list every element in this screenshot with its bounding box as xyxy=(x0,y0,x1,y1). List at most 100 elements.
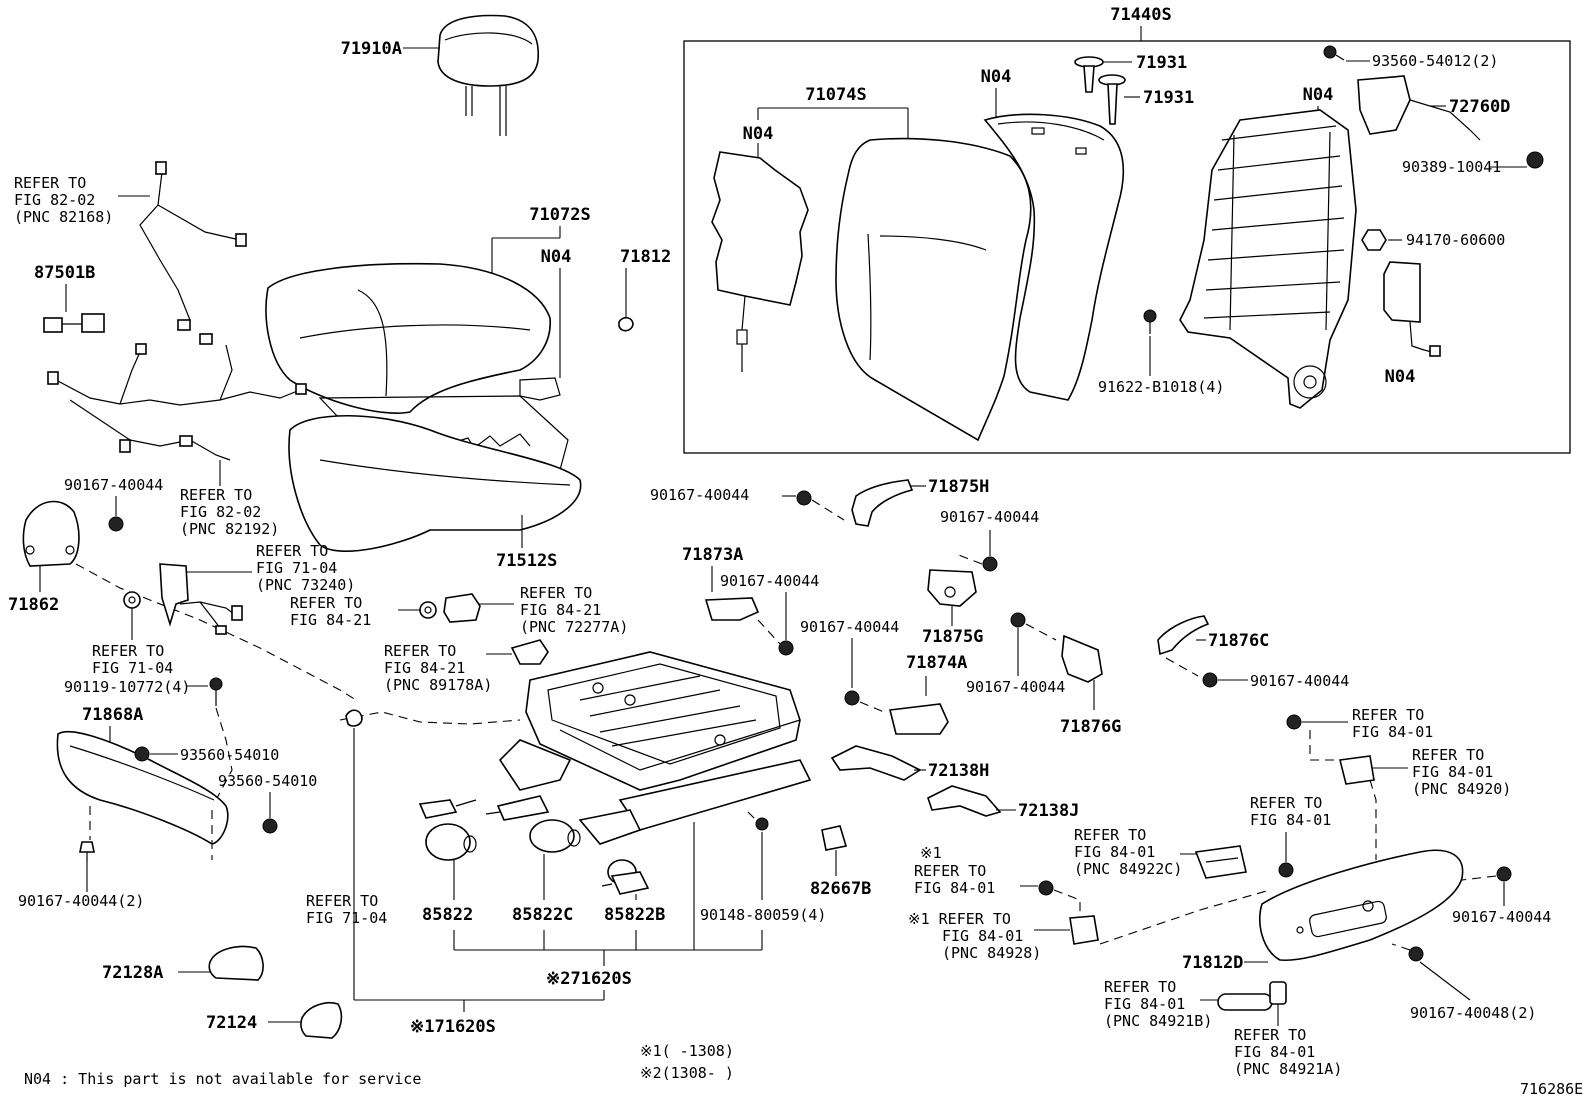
ref-72277A-line3[interactable]: (PNC 72277A) xyxy=(520,618,628,636)
ref-71-04-low-line2[interactable]: FIG 71-04 xyxy=(306,909,387,927)
clip-71931-a[interactable] xyxy=(1074,56,1104,93)
bolt-90167-40044-71812D[interactable] xyxy=(1496,866,1512,882)
label-90167-40048[interactable]: 90167-40048(2) xyxy=(1410,1004,1536,1022)
bolt-90167-40044-71876C[interactable] xyxy=(1202,672,1218,688)
label-90167-40044-2[interactable]: 90167-40044(2) xyxy=(18,892,144,910)
ref-71-04-mid-line2[interactable]: FIG 71-04 xyxy=(92,659,173,677)
label-71876C[interactable]: 71876C xyxy=(1208,631,1269,651)
ref-84920-line1[interactable]: REFER TO xyxy=(1412,746,1484,764)
label-71620S-2[interactable]: ※271620S xyxy=(546,969,632,989)
label-85822B[interactable]: 85822B xyxy=(604,905,665,925)
motor-85822[interactable] xyxy=(418,799,477,861)
bolt-93560-54010-a[interactable] xyxy=(134,746,150,762)
label-72138H[interactable]: 72138H xyxy=(928,761,989,781)
bracket-72138J[interactable] xyxy=(927,785,1002,817)
cushion-pad-part[interactable] xyxy=(288,414,582,552)
label-71812[interactable]: 71812 xyxy=(620,247,671,267)
nut-90389-10041[interactable] xyxy=(1526,151,1544,169)
ref-82168-line2[interactable]: FIG 82-02 xyxy=(14,191,95,209)
ref-84-01-star-line3[interactable]: FIG 84-01 xyxy=(914,879,995,897)
label-71931-b[interactable]: 71931 xyxy=(1143,88,1194,108)
back-board-part[interactable] xyxy=(711,151,809,372)
label-n04-board[interactable]: N04 xyxy=(743,124,774,144)
label-71812D[interactable]: 71812D xyxy=(1182,953,1243,973)
seat-back-frame-part[interactable] xyxy=(1179,109,1357,409)
clip-ref-71-04[interactable] xyxy=(345,709,363,727)
ref-84922C-line2[interactable]: FIG 84-01 xyxy=(1074,843,1155,861)
bolt-ref-84-01-mid[interactable] xyxy=(1278,862,1294,878)
clip-82667B[interactable] xyxy=(821,825,848,851)
ref-82192-line2[interactable]: FIG 82-02 xyxy=(180,503,261,521)
switch-84928[interactable] xyxy=(1069,915,1099,945)
label-85822C[interactable]: 85822C xyxy=(512,905,573,925)
label-n04-cushion[interactable]: N04 xyxy=(541,247,572,267)
connector-87501B[interactable] xyxy=(43,313,105,333)
cover-72128A[interactable] xyxy=(208,945,264,981)
ref-84920-line3[interactable]: (PNC 84920) xyxy=(1412,780,1511,798)
bracket-72277A[interactable] xyxy=(443,593,481,623)
bracket-71875H[interactable] xyxy=(851,479,914,527)
ref-82168-line3[interactable]: (PNC 82168) xyxy=(14,208,113,226)
label-93560-54010-b[interactable]: 93560-54010 xyxy=(218,772,317,790)
bracket-71874A[interactable] xyxy=(889,703,949,735)
ref-84-01-mid-line1[interactable]: REFER TO xyxy=(1250,794,1322,812)
ref-82192-line1[interactable]: REFER TO xyxy=(180,486,252,504)
ref-89178A-line1[interactable]: REFER TO xyxy=(384,642,456,660)
label-72124[interactable]: 72124 xyxy=(206,1013,257,1033)
label-71874A[interactable]: 71874A xyxy=(906,653,967,673)
bracket-71876C[interactable] xyxy=(1157,615,1210,656)
ref-84-01-star-line2[interactable]: REFER TO xyxy=(914,862,986,880)
label-71074S[interactable]: 71074S xyxy=(805,85,866,105)
bolt-90167-40044-71874A[interactable] xyxy=(844,690,860,706)
label-72128A[interactable]: 72128A xyxy=(102,963,163,983)
ref-89178A-line3[interactable]: (PNC 89178A) xyxy=(384,676,492,694)
ref-71-04-low-line1[interactable]: REFER TO xyxy=(306,892,378,910)
label-71873A[interactable]: 71873A xyxy=(682,545,743,565)
nut-ref-71-04[interactable] xyxy=(123,591,141,609)
label-n04-pad[interactable]: N04 xyxy=(981,67,1012,87)
ref-84928-line1[interactable]: ※1 REFER TO xyxy=(908,910,1011,928)
bolt-90167-40048[interactable] xyxy=(1408,946,1424,962)
shield-71862[interactable] xyxy=(22,500,80,567)
bracket-72138H[interactable] xyxy=(830,745,922,781)
label-71875H[interactable]: 71875H xyxy=(928,477,989,497)
bolt-90167-40044-71875G[interactable] xyxy=(982,556,998,572)
label-82667B[interactable]: 82667B xyxy=(810,879,871,899)
label-90119-10772[interactable]: 90119-10772(4) xyxy=(64,678,190,696)
ref-84920-line2[interactable]: FIG 84-01 xyxy=(1412,763,1493,781)
label-94170-60600[interactable]: 94170-60600 xyxy=(1406,231,1505,249)
bolt-90167-40044-71876G[interactable] xyxy=(1010,612,1026,628)
label-71440S[interactable]: 71440S xyxy=(1110,5,1171,25)
ref-72277A-line1[interactable]: REFER TO xyxy=(520,584,592,602)
label-87501B[interactable]: 87501B xyxy=(34,263,95,283)
label-72138J[interactable]: 72138J xyxy=(1018,801,1079,821)
label-90167-40044-71875H[interactable]: 90167-40044 xyxy=(650,486,749,504)
back-cover-part[interactable] xyxy=(835,137,1032,442)
ref-84922C-line3[interactable]: (PNC 84922C) xyxy=(1074,860,1182,878)
label-93560-54012[interactable]: 93560-54012(2) xyxy=(1372,52,1498,70)
headrest-part[interactable] xyxy=(437,14,540,136)
bolt-ref-84-01-top[interactable] xyxy=(1286,714,1302,730)
bolt-90148-80059[interactable] xyxy=(747,811,769,831)
bolt-90167-40044-cover[interactable] xyxy=(108,516,124,532)
ref-84-01-star-line1[interactable]: ※1 xyxy=(920,844,942,862)
switch-84920[interactable] xyxy=(1339,755,1375,785)
ref-73240-line2[interactable]: FIG 71-04 xyxy=(256,559,337,577)
clip-71812[interactable] xyxy=(618,316,634,332)
bolt-ref-84-01-star[interactable] xyxy=(1038,880,1054,896)
part-ref-89178A[interactable] xyxy=(510,639,549,665)
ref-84921B-line1[interactable]: REFER TO xyxy=(1104,978,1176,996)
label-90167-40044-cover[interactable]: 90167-40044 xyxy=(64,476,163,494)
ref-84-01-mid-line2[interactable]: FIG 84-01 xyxy=(1250,811,1331,829)
ref-84-01-top-line1[interactable]: REFER TO xyxy=(1352,706,1424,724)
ref-84922C-line1[interactable]: REFER TO xyxy=(1074,826,1146,844)
label-72760D[interactable]: 72760D xyxy=(1449,97,1510,117)
label-90389-10041[interactable]: 90389-10041 xyxy=(1402,158,1501,176)
clip-71931-b[interactable] xyxy=(1098,74,1126,125)
ref-84921A-line2[interactable]: FIG 84-01 xyxy=(1234,1043,1315,1061)
label-71862[interactable]: 71862 xyxy=(8,595,59,615)
label-71931-a[interactable]: 71931 xyxy=(1136,53,1187,73)
ref-84928-line3[interactable]: (PNC 84928) xyxy=(942,944,1041,962)
bolt-93560-54012[interactable] xyxy=(1323,45,1345,61)
ref-84-21-plain-line1[interactable]: REFER TO xyxy=(290,594,362,612)
